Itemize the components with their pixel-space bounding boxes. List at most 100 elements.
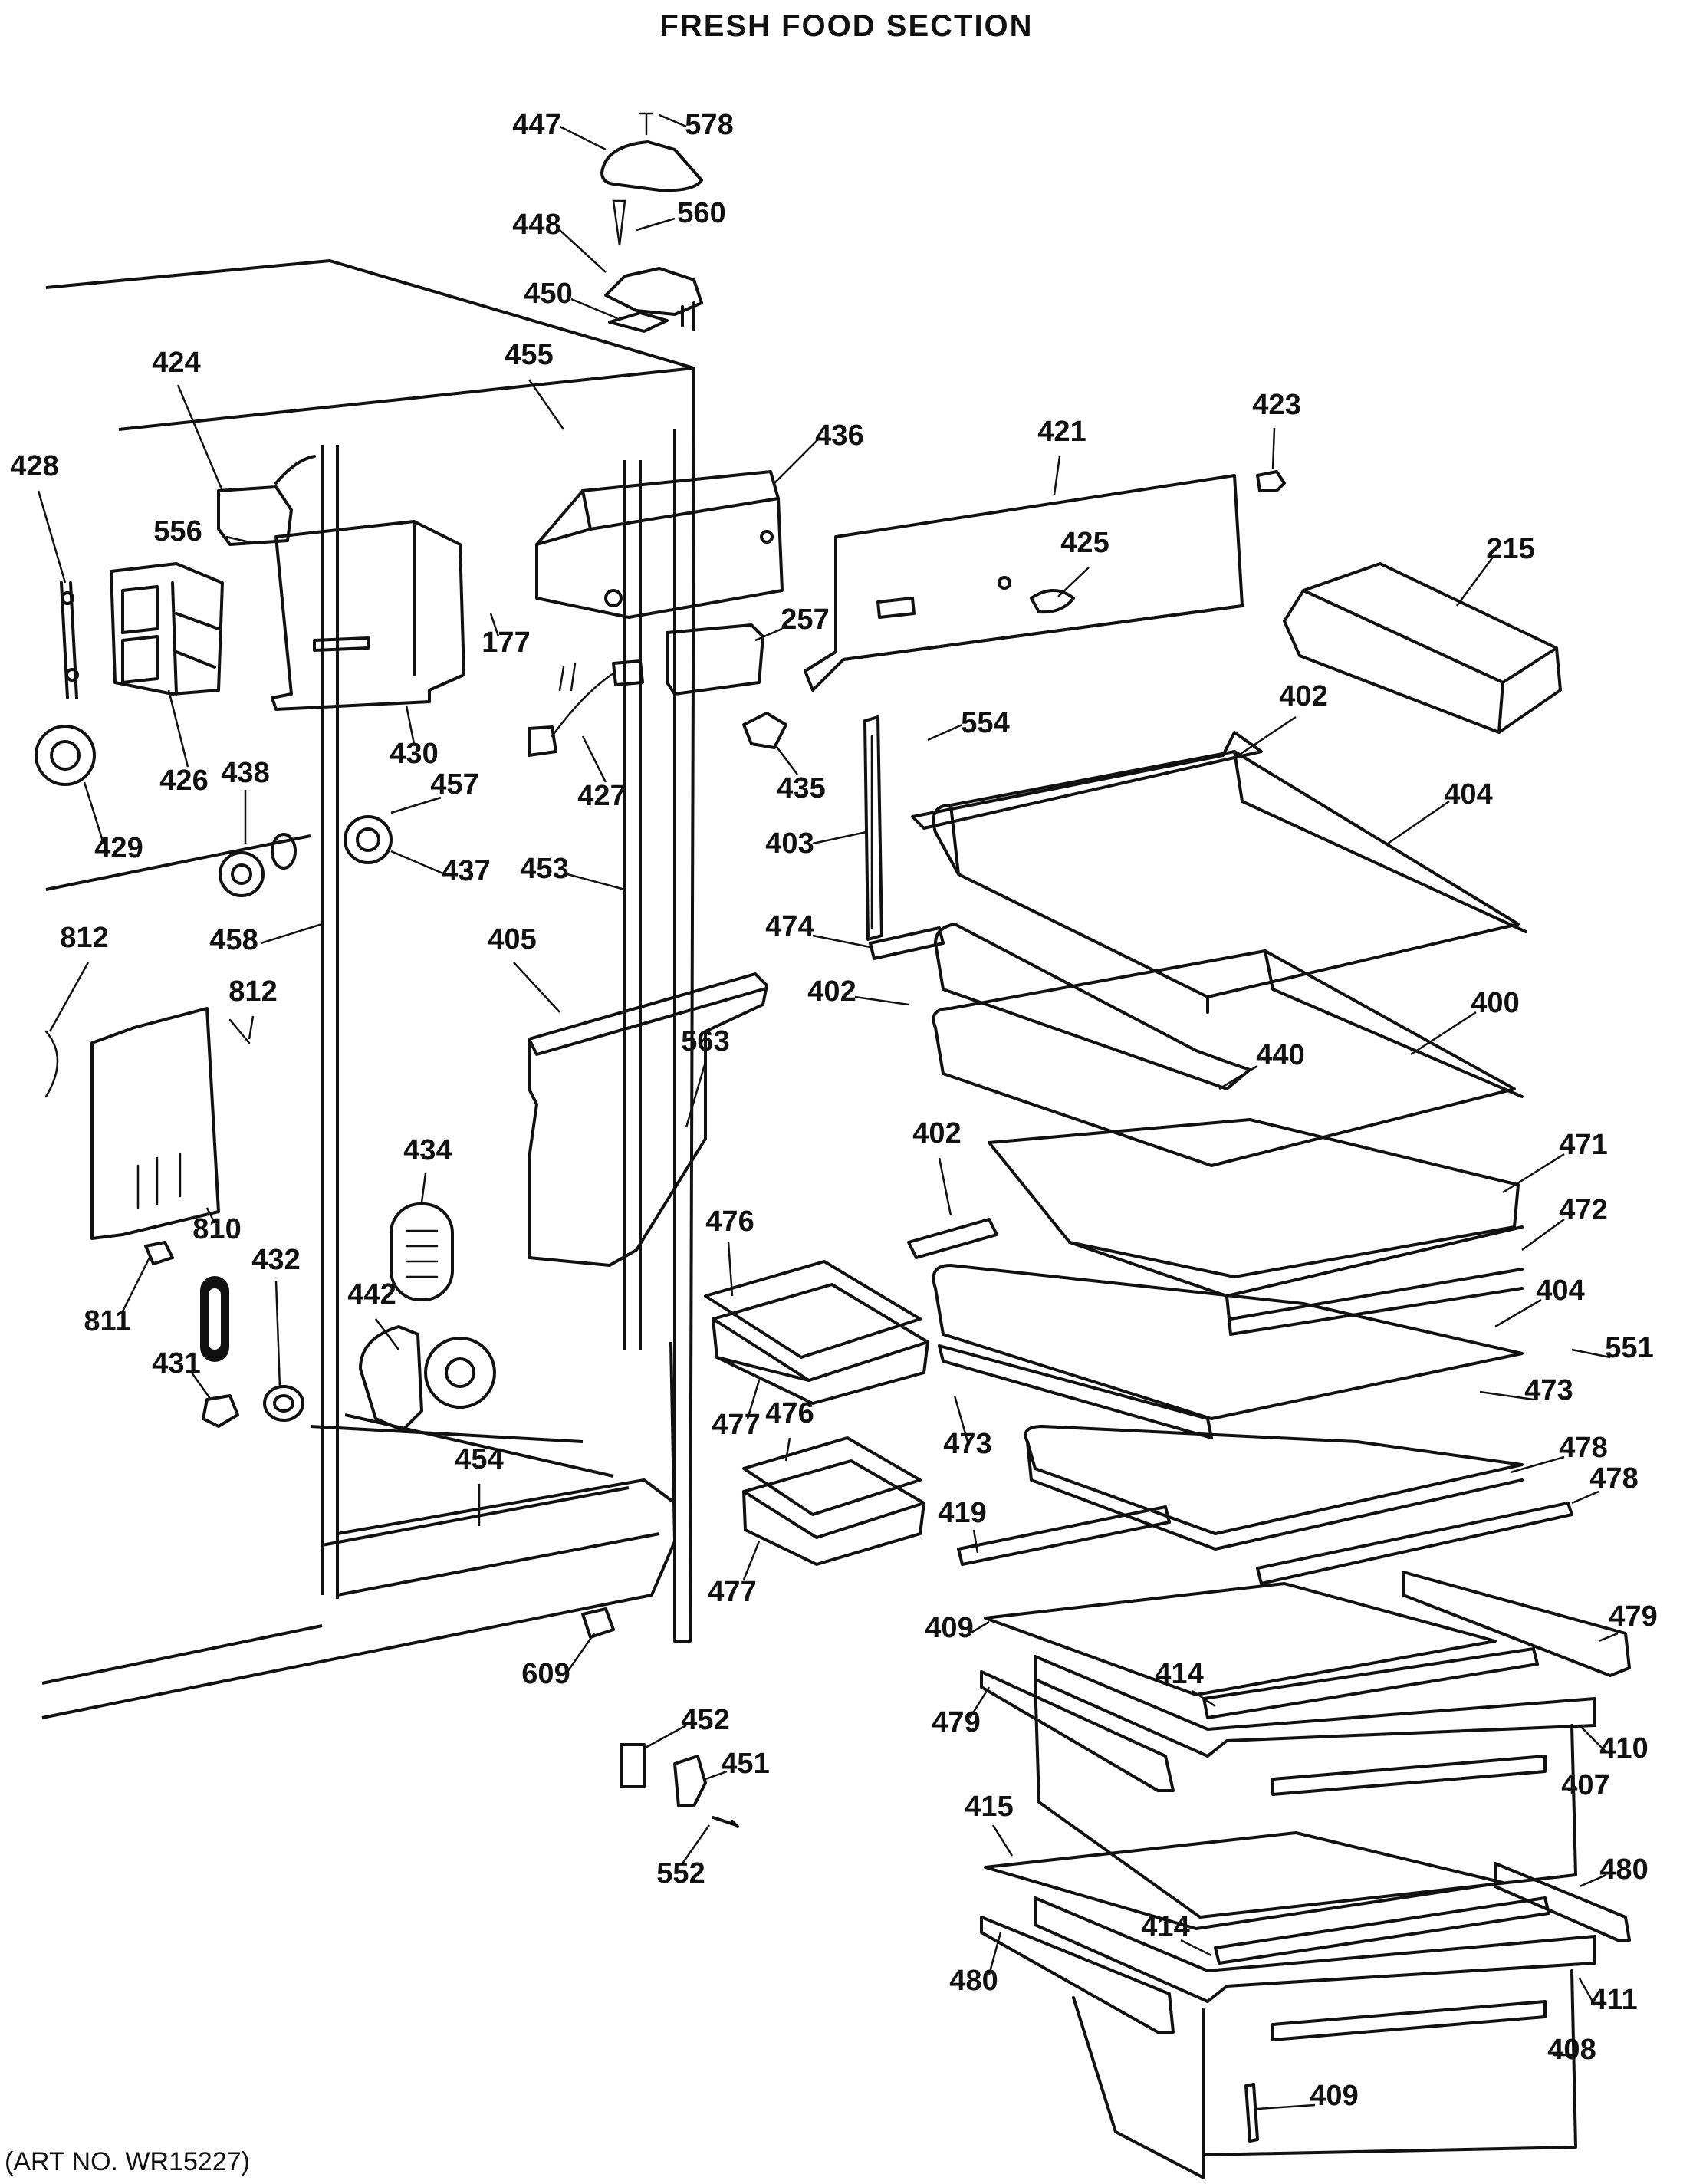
fan-assembly-442 [359,1325,496,1432]
callout-472: 472 [1559,1194,1607,1226]
hinge-cover-447 [600,112,703,192]
callout-479: 479 [1609,1600,1657,1633]
harness-427 [528,659,644,757]
rail-479-right [1402,1571,1631,1677]
bushing-432 [263,1385,304,1422]
callout-552: 552 [656,1857,705,1890]
callout-556: 556 [153,515,202,548]
callout-812: 812 [60,922,108,954]
trim-473 [938,1344,1213,1439]
duct-430 [271,520,465,711]
damper-control-424 [217,455,316,546]
callout-563: 563 [681,1025,729,1057]
shelf-400 [932,949,1524,1167]
callout-473: 473 [1524,1374,1573,1406]
knob-423 [1256,470,1286,492]
crisper-440 [934,923,1251,1090]
rail-480-left [980,1916,1175,2034]
shelf-402-lower [907,1218,998,1259]
heater-428 [60,581,79,699]
trim-414-upper [1202,1647,1539,1719]
callout-177: 177 [482,627,530,659]
callout-414: 414 [1141,1911,1189,1943]
tray-477-upper [712,1317,929,1405]
housing-426 [110,562,224,696]
callout-479: 479 [932,1706,980,1738]
callout-551: 551 [1605,1332,1653,1364]
callout-435: 435 [777,772,825,804]
callout-428: 428 [10,450,58,482]
callout-578: 578 [685,109,733,141]
callout-476: 476 [705,1205,754,1238]
callout-404: 404 [1444,778,1492,811]
callout-434: 434 [403,1134,452,1166]
callout-424: 424 [152,347,200,379]
shelf-474-trim [869,926,945,960]
socket-437 [344,815,393,864]
callout-431: 431 [152,1347,200,1380]
drawer-407 [1034,1655,1596,1919]
shelf-404-upper [932,750,1527,1014]
callout-448: 448 [512,209,560,241]
callout-415: 415 [965,1791,1013,1823]
glass-415 [984,1831,1504,1930]
grille-434 [390,1202,454,1301]
rail-403 [863,715,883,941]
callout-473: 473 [943,1428,991,1460]
cover-478 [1024,1425,1573,1585]
callout-811: 811 [84,1305,130,1337]
callout-423: 423 [1252,389,1300,421]
trim-414-lower [1214,1896,1550,1965]
callout-430: 430 [390,738,438,770]
callout-477: 477 [708,1576,756,1608]
bin-215 [1283,562,1562,734]
drawer-408 [1034,1896,1596,2179]
callout-480: 480 [949,1965,998,1997]
callout-554: 554 [961,707,1009,739]
callout-454: 454 [455,1443,503,1475]
meat-pan-471 [988,1118,1524,1336]
callout-474: 474 [765,910,814,942]
callout-402: 402 [1279,680,1327,712]
shelf-402-support [911,731,1263,830]
hinge-451 [673,1755,707,1807]
callout-436: 436 [815,419,863,452]
slot-opening [200,1276,229,1362]
tray-476-lower [742,1436,925,1539]
callout-478: 478 [1589,1462,1638,1495]
callout-400: 400 [1471,987,1519,1019]
callout-215: 215 [1486,533,1534,565]
callout-427: 427 [577,780,626,812]
callout-405: 405 [488,923,536,956]
duct-405 [528,972,768,1267]
rail-419 [957,1505,1171,1566]
plate-452 [620,1743,646,1788]
callout-411: 411 [1590,1984,1637,2016]
callout-409: 409 [1310,2080,1358,2112]
diagram-title: FRESH FOOD SECTION [659,9,1034,43]
callout-452: 452 [681,1704,729,1736]
callout-257: 257 [781,604,829,636]
callout-476: 476 [765,1397,814,1429]
callout-560: 560 [677,197,725,229]
callout-453: 453 [520,853,568,885]
cabinet-frame [41,259,695,1719]
callout-450: 450 [524,278,572,310]
callout-408: 408 [1547,2034,1596,2066]
control-panel-421 [804,474,1244,692]
callout-442: 442 [347,1278,396,1311]
callout-407: 407 [1561,1769,1609,1801]
thermistor-812 [44,1018,251,1098]
top-hinge-448 [604,199,703,333]
callout-403: 403 [765,827,814,860]
callout-471: 471 [1559,1129,1607,1161]
callout-402: 402 [912,1117,961,1150]
callout-457: 457 [430,768,478,801]
callout-458: 458 [209,924,258,956]
callout-812: 812 [228,975,277,1008]
fan-438 [219,833,297,897]
tray-477-lower [742,1490,925,1566]
callout-609: 609 [521,1658,570,1690]
